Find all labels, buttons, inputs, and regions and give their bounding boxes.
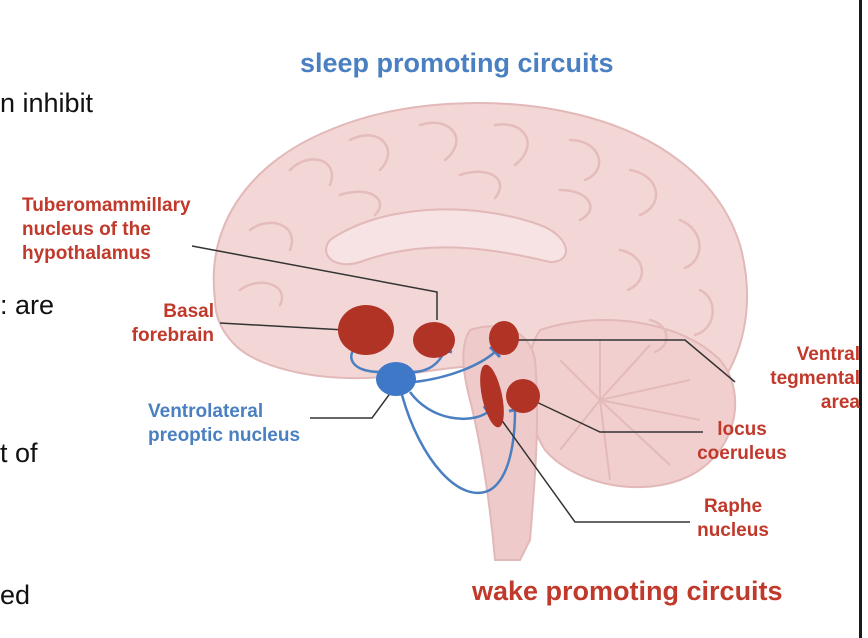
tuberomammillary-label-line-1: Tuberomammillary (22, 195, 191, 216)
basal-forebrain-label-line-2: forebrain (131, 325, 214, 346)
brainstem-outline (462, 325, 539, 561)
sleep-circuits-heading: sleep promoting circuits (300, 48, 614, 78)
leader-basal-forebrain (219, 322, 346, 331)
path-vlpo-to-raphe (408, 391, 489, 420)
locus-coeruleus-label-line-2: coeruleus (697, 443, 787, 464)
vlpo-label-line-2: preoptic nucleus (148, 425, 301, 446)
leader-raphe (497, 414, 690, 523)
corpus-callosum (325, 208, 567, 266)
wake-circuits-heading: wake promoting circuits (472, 576, 783, 606)
leader-vlpo (310, 387, 395, 419)
locus-coeruleus-label: locus coeruleus (672, 418, 812, 466)
leader-lines (191, 245, 736, 523)
tuberomammillary-nucleus (413, 322, 455, 358)
tuberomammillary-label-line-3: hypothalamus (22, 243, 151, 264)
leader-vta (510, 339, 736, 383)
basal-forebrain-nucleus (338, 305, 394, 355)
basal-forebrain-label: Basal forebrain (112, 300, 214, 348)
path-vlpo-to-lc (400, 394, 517, 495)
locus-coeruleus-nucleus (506, 379, 540, 413)
body-text-line-2: : are (0, 290, 55, 320)
raphe-label: Raphe nucleus (668, 495, 798, 543)
tuberomammillary-label-line-2: nucleus of the (22, 219, 151, 240)
body-text-line-4: ed (0, 580, 31, 610)
vta-label-line-1: Ventral (796, 344, 860, 365)
tuberomammillary-label: Tuberomammillary nucleus of the hypothal… (22, 194, 191, 266)
raphe-nucleus (480, 364, 504, 428)
vta-nucleus (489, 321, 519, 355)
body-text-line-1: n inhibit (0, 88, 94, 118)
basal-forebrain-label-line-1: Basal (163, 301, 214, 322)
cortical-folds (238, 121, 714, 354)
vlpo-label: Ventrolateral preoptic nucleus (148, 400, 300, 448)
vlpo-nucleus (376, 362, 416, 396)
raphe-label-line-2: nucleus (697, 520, 769, 541)
vta-label: Ventral tegmental area (740, 343, 860, 415)
path-vlpo-to-vta (413, 351, 496, 384)
vta-label-line-2: tegmental (770, 368, 860, 389)
raphe-label-line-1: Raphe (703, 496, 763, 517)
leader-tuberomammillary (191, 245, 438, 320)
leader-lc (527, 397, 703, 433)
locus-coeruleus-label-line-1: locus (717, 419, 767, 440)
vlpo-label-line-1: Ventrolateral (148, 401, 264, 422)
body-text-line-3: t of (0, 438, 38, 468)
vta-label-line-3: area (820, 392, 860, 413)
